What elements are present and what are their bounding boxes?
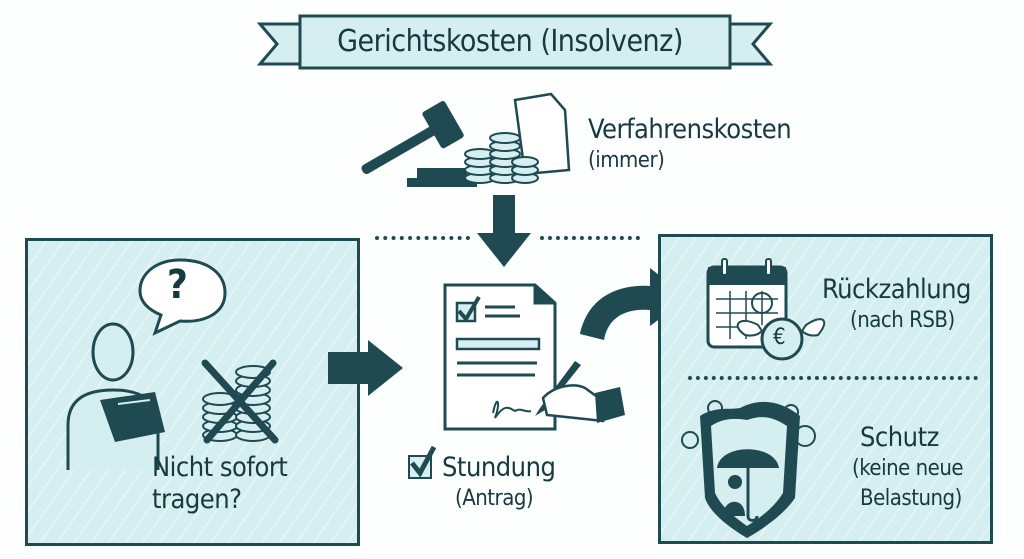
person-wallet-icon: [66, 322, 165, 470]
tragen-label: tragen?: [152, 484, 242, 515]
calendar-coin-icon: [706, 258, 826, 361]
signed-document-icon: [443, 283, 625, 431]
rueckzahlung-label: Rückzahlung: [822, 274, 972, 305]
verfahrenskosten-label: Verfahrenskosten: [588, 114, 792, 145]
divider-dotted-left: [375, 236, 470, 240]
crossed-coins-icon: [201, 359, 279, 444]
nach-rsb-label: (nach RSB): [850, 308, 955, 333]
divider-dotted-right: [540, 236, 640, 240]
question-mark: ?: [167, 262, 188, 308]
right-panel-divider: [688, 376, 978, 380]
antrag-label: (Antrag): [455, 486, 534, 511]
left-panel: [25, 238, 360, 546]
shield-umbrella-icon: [681, 400, 816, 538]
schutz-label: Schutz: [860, 422, 939, 453]
down-arrow-icon: [477, 195, 531, 267]
keine-neue-label: (keine neue: [852, 456, 964, 481]
title-banner: [256, 14, 774, 70]
belastung-label: Belastung): [860, 486, 962, 511]
coin-euro-symbol: €: [773, 325, 786, 350]
page-title: Gerichtskosten (Insolvenz): [337, 24, 683, 59]
stundung-checkmark-icon: [410, 445, 437, 478]
gavel-coins-icon: [361, 92, 571, 187]
nicht-sofort-label: Nicht sofort: [152, 452, 288, 483]
stundung-label: Stundung: [442, 452, 556, 483]
question-bubble-icon: [138, 258, 227, 336]
right-arrow-icon: [328, 340, 403, 396]
verfahrenskosten-sublabel: (immer): [588, 148, 665, 173]
